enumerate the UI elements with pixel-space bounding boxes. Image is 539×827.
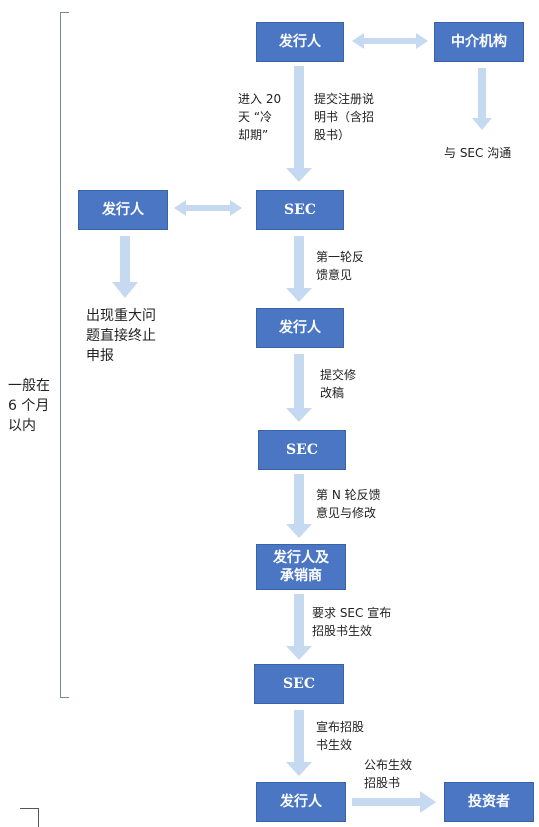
label-line: 意见与修改 <box>316 506 377 520</box>
label-line: 公布生效 <box>364 758 413 772</box>
label-request-effective: 要求 SEC 宣布 招股书生效 <box>312 604 391 640</box>
arrow-sec3-to-issuer-bottom <box>286 710 312 776</box>
label-line: 第 N 轮反馈 <box>316 488 381 502</box>
node-issuer-underwriter: 发行人及 承销商 <box>256 544 346 590</box>
node-investors: 投资者 <box>444 782 534 822</box>
label-timeframe: 一般在 6 个月 以内 <box>8 376 50 436</box>
node-sec-1: SEC <box>256 190 344 230</box>
node-issuer-underwriter-line-1: 发行人及 <box>273 550 329 566</box>
label-line: 出现重大问 <box>86 308 156 324</box>
node-sec-3: SEC <box>254 664 344 704</box>
label-first-feedback: 第一轮反 馈意见 <box>316 248 364 284</box>
label-line: 却期” <box>238 128 269 142</box>
arrow-underwriter-to-sec3 <box>286 594 312 660</box>
label-line: 6 个月 <box>8 398 50 414</box>
node-intermediary: 中介机构 <box>434 22 524 62</box>
label-line: 馈意见 <box>316 268 353 282</box>
label-line: 一般在 <box>8 378 50 394</box>
label-line: 天 “冷 <box>238 110 273 124</box>
node-issuer-bottom: 发行人 <box>256 782 346 822</box>
label-publish-prospectus: 公布生效 招股书 <box>364 756 412 792</box>
label-communicate-sec: 与 SEC 沟通 <box>444 144 511 162</box>
arrow-sec2-to-issuer-underwriter <box>286 474 312 538</box>
label-line: 第一轮反 <box>316 250 365 264</box>
arrow-issuer-to-investors <box>352 791 436 813</box>
arrow-issuer-to-sec1 <box>286 66 312 182</box>
label-line: 提交注册说 <box>314 92 375 106</box>
double-arrow-issuer-intermediary <box>352 33 428 49</box>
label-line: 招股书 <box>364 776 401 790</box>
label-line: 宣布招股 <box>316 720 365 734</box>
arrow-issuer-left-down <box>112 236 138 298</box>
label-line: 申报 <box>86 348 114 364</box>
arrow-issuer2-to-sec2 <box>286 354 312 422</box>
label-line: 书生效 <box>316 738 353 752</box>
label-submit-revision: 提交修 改稿 <box>320 366 356 402</box>
node-issuer-underwriter-line-2: 承销商 <box>280 568 322 584</box>
label-line: 以内 <box>8 418 36 434</box>
label-line: 题直接终止 <box>86 328 156 344</box>
label-line: 进入 20 <box>238 92 282 106</box>
label-line: 提交修 <box>320 368 357 382</box>
label-declare-effective: 宣布招股 书生效 <box>316 718 364 754</box>
timeframe-bracket <box>60 12 69 698</box>
label-nth-feedback: 第 N 轮反馈 意见与修改 <box>316 486 381 522</box>
label-line: 要求 SEC 宣布 <box>312 606 392 620</box>
corner-mark <box>20 808 39 827</box>
label-termination: 出现重大问 题直接终止 申报 <box>86 306 156 366</box>
node-sec-2: SEC <box>258 430 346 470</box>
arrow-sec1-to-issuer2 <box>286 236 312 302</box>
node-issuer-left: 发行人 <box>78 190 168 230</box>
arrow-intermediary-down <box>472 68 492 130</box>
label-line: 招股书生效 <box>312 624 373 638</box>
label-line: 改稿 <box>320 386 345 400</box>
label-submit-registration: 提交注册说 明书（含招 股书） <box>314 90 374 144</box>
label-line: 与 SEC 沟通 <box>444 146 512 160</box>
node-issuer-top: 发行人 <box>256 22 344 62</box>
label-cooling-period: 进入 20 天 “冷 却期” <box>238 90 281 144</box>
node-issuer-2: 发行人 <box>256 308 344 348</box>
label-line: 股书） <box>314 128 351 142</box>
double-arrow-issuer-sec1 <box>174 200 242 216</box>
label-line: 明书（含招 <box>314 110 375 124</box>
